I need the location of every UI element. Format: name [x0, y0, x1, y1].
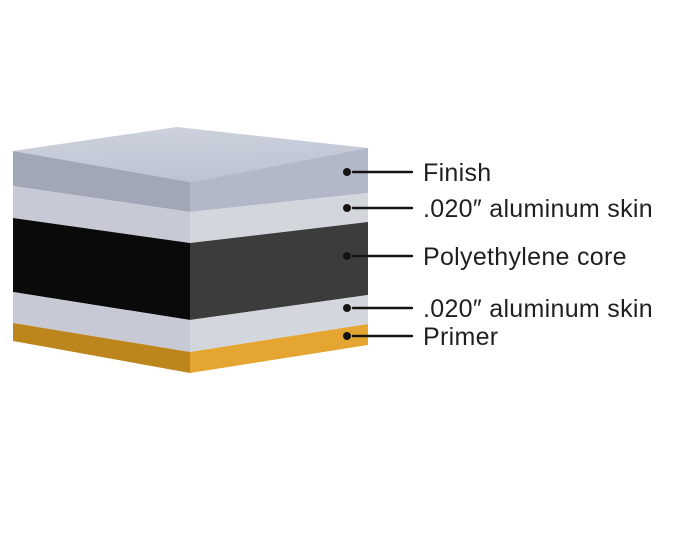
primer-right-face [190, 324, 368, 373]
callout-dot [343, 332, 351, 340]
skin-bottom-left-face [13, 292, 190, 352]
callout-skin-top: .020″ aluminum skin [343, 195, 653, 223]
callout-dot [343, 168, 351, 176]
finish-top-face [13, 127, 368, 182]
layer-label-skin-bottom: .020″ aluminum skin [423, 295, 653, 323]
callout-primer: Primer [343, 323, 498, 351]
skin-top-left-face [13, 186, 190, 243]
callout-dot [343, 204, 351, 212]
core-left-face [13, 218, 190, 320]
primer-left-face [13, 323, 190, 373]
callout-dot [343, 304, 351, 312]
layer-label-primer: Primer [423, 323, 498, 351]
layer-label-core: Polyethylene core [423, 243, 627, 271]
layer-label-finish: Finish [423, 159, 492, 187]
layer-label-skin-top: .020″ aluminum skin [423, 195, 653, 223]
callout-skin-bottom: .020″ aluminum skin [343, 295, 653, 323]
core-right-face [190, 222, 368, 320]
finish-right-face [190, 148, 368, 212]
skin-top-right-face [190, 193, 368, 243]
callout-core: Polyethylene core [343, 243, 627, 271]
finish-left-face [13, 151, 190, 212]
callout-dot [343, 252, 351, 260]
callout-finish: Finish [343, 159, 492, 187]
skin-bottom-right-face [190, 295, 368, 352]
